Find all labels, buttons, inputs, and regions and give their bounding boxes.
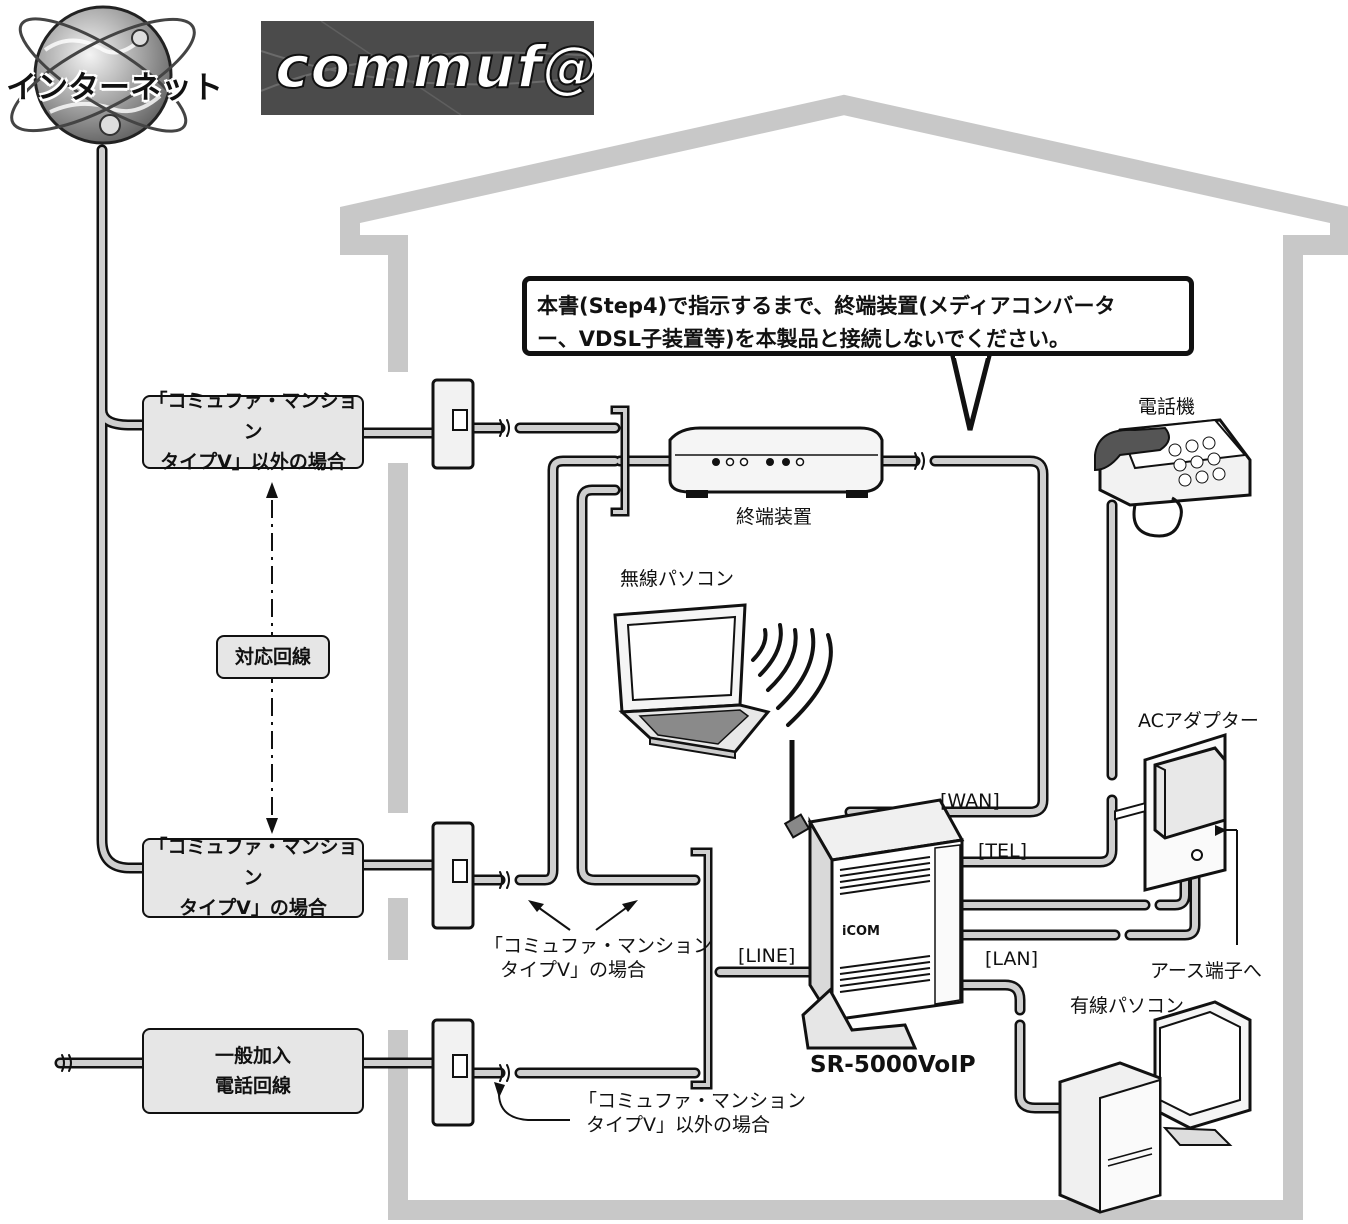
callout-tail <box>948 348 994 431</box>
box-other-type-line-1: 「コミュファ・マンション <box>148 390 358 443</box>
model-name: SR-5000VoIP <box>810 1052 976 1078</box>
callout-line-1: 本書(Step4)で指示するまで、終端装置(メディアコンバータ <box>537 294 1116 318</box>
wired-pc-icon <box>1058 801 1252 1214</box>
wireless-laptop-icon <box>613 603 771 760</box>
label-earth-terminal: アース端子へ <box>1150 960 1262 982</box>
house-outline <box>340 94 1348 1220</box>
router-brand-text: iCOM <box>842 924 880 939</box>
wall-jack-top <box>431 378 475 470</box>
terminal-device-icon <box>668 426 884 498</box>
label-wan-port: [WAN] <box>940 790 1000 812</box>
label-terminal-device: 終端装置 <box>736 506 813 528</box>
router-icon: iCOM <box>783 740 965 1050</box>
note-type-v-line-2: タイプV」の場合 <box>500 958 646 981</box>
commufa-logo: commuf@ <box>261 21 594 115</box>
supported-lines-arrow <box>266 482 278 834</box>
internet-label: インターネット <box>6 70 224 107</box>
note-arrows <box>498 904 631 1121</box>
box-type-v: 「コミュファ・マンション タイプV」の場合 <box>142 836 364 919</box>
box-general-line-2: 電話回線 <box>214 1075 291 1097</box>
label-lan-port: [LAN] <box>985 948 1039 970</box>
globe-icon <box>10 5 196 145</box>
label-ac-adapter: ACアダプター <box>1138 710 1259 732</box>
connection-brackets-fill <box>613 408 710 1087</box>
note-other-type: 「コミュファ・マンション タイプV」以外の場合 <box>578 1090 806 1138</box>
note-type-v-line-1: 「コミュファ・マンション <box>484 935 713 957</box>
label-tel-port: [TEL] <box>978 840 1028 862</box>
note-type-v: 「コミュファ・マンション タイプV」の場合 <box>484 935 712 983</box>
box-type-v-line-2: タイプV」の場合 <box>179 897 327 920</box>
note-other-type-line-2: タイプV」以外の場合 <box>586 1113 770 1136</box>
note-other-type-line-1: 「コミュファ・マンション <box>578 1090 807 1112</box>
logo-pattern <box>261 21 594 115</box>
box-other-type-line-2: タイプV」以外の場合 <box>160 451 346 474</box>
telephone-icon <box>1094 418 1252 538</box>
callout-line-2: ー、VDSL子装置等)を本製品と接続しないでください。 <box>537 326 1070 351</box>
label-line-port: [LINE] <box>738 945 796 967</box>
label-telephone: 電話機 <box>1138 396 1196 418</box>
wall-jack-bottom <box>431 1018 475 1127</box>
warning-callout: 本書(Step4)で指示するまで、終端装置(メディアコンバータ ー、VDSL子装… <box>522 276 1194 356</box>
label-wireless-pc: 無線パソコン <box>620 568 735 590</box>
wifi-signal-icon <box>751 623 833 727</box>
logo-text: commuf@ <box>274 32 594 102</box>
box-general-line-1: 一般加入 <box>214 1044 291 1067</box>
box-other-type: 「コミュファ・マンション タイプV」以外の場合 <box>142 390 364 473</box>
box-supported-lines-text: 対応回線 <box>234 645 311 668</box>
box-general-line: 一般加入 電話回線 <box>142 1028 364 1114</box>
box-type-v-line-1: 「コミュファ・マンション <box>148 836 358 889</box>
wall-jack-middle <box>431 821 475 930</box>
box-supported-lines: 対応回線 <box>216 635 330 679</box>
ac-adapter-icon <box>1143 732 1238 945</box>
label-wired-pc: 有線パソコン <box>1070 995 1185 1017</box>
